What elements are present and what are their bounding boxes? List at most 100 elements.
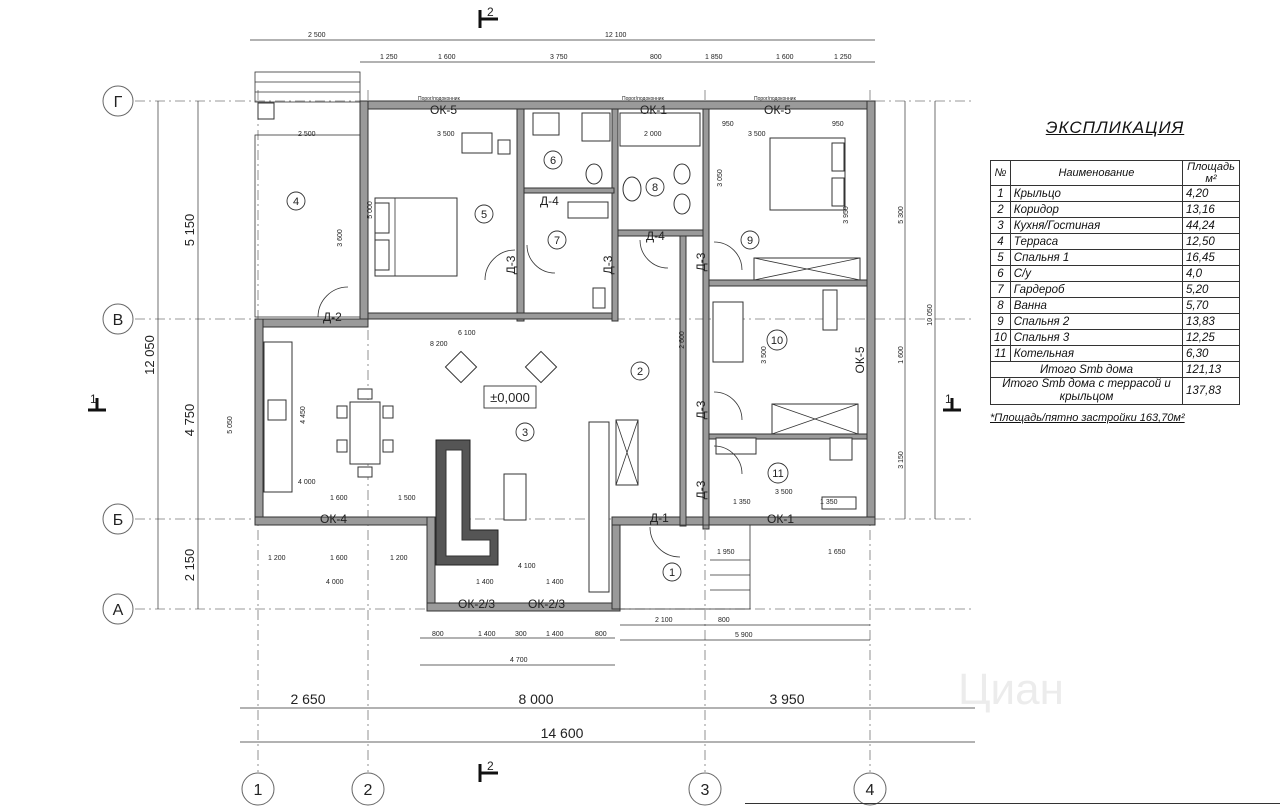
room-number-9: 9 xyxy=(747,235,753,247)
room-number-5: 5 xyxy=(481,209,487,221)
axis-bubbles-numbers: 1 2 3 4 xyxy=(241,772,887,806)
room-number-4: 4 xyxy=(293,196,299,208)
idim-15: 4 000 xyxy=(326,579,344,586)
door-label-d4-b: Д-4 xyxy=(646,229,665,243)
dim-top-12100: 12 100 xyxy=(605,32,627,39)
axis-letter-g: Г xyxy=(114,94,123,111)
idim-1: 3 500 xyxy=(437,131,455,138)
idim-0: 2 500 xyxy=(298,131,316,138)
dim-bottom-3950: 3 950 xyxy=(769,691,804,707)
room-number-3: 3 xyxy=(522,427,528,439)
sill-note-3: Порог/подоконник xyxy=(754,96,797,102)
header-area: Площадь м² xyxy=(1182,160,1240,186)
door-label-d1: Д-1 xyxy=(650,511,669,525)
idim-6: 6 100 xyxy=(458,330,476,337)
opening-labels: ОК-5 ОК-1 ОК-5 ОК-5 ОК-4 ОК-1 ОК-2/3 ОК-… xyxy=(320,96,867,611)
idim-5: 950 xyxy=(832,121,844,128)
window-label-ok23-b: ОК-2/3 xyxy=(528,597,565,611)
axis-number-2: 2 xyxy=(364,782,373,799)
idim-30: 3 050 xyxy=(717,169,724,187)
section-mark-left: 1 xyxy=(90,392,97,406)
furniture xyxy=(263,112,861,593)
window-label-ok5-right: ОК-5 xyxy=(764,103,791,117)
dim-left-5150: 5 150 xyxy=(182,214,197,247)
door-label-d3-c: Д-3 xyxy=(694,252,708,271)
door-label-d3-a: Д-3 xyxy=(504,255,518,274)
idim-9: 1 600 xyxy=(330,495,348,502)
sill-note-2: Порог/подоконник xyxy=(622,96,665,102)
idim-4: 3 500 xyxy=(748,131,766,138)
dim-b-1400a: 1 400 xyxy=(478,631,496,638)
idim-17: 1 400 xyxy=(546,579,564,586)
dim-b-800b: 800 xyxy=(595,631,607,638)
idim-22: 1 650 xyxy=(828,549,846,556)
total-value: 121,13 xyxy=(1182,361,1240,378)
idim-26: 5 050 xyxy=(227,416,234,434)
room-number-11: 11 xyxy=(772,468,783,480)
idim-8: 4 000 xyxy=(298,479,316,486)
sill-note-1: Порог/подоконник xyxy=(418,96,461,102)
walls xyxy=(254,100,876,612)
door-label-d3-e: Д-3 xyxy=(694,480,708,499)
dim-b-300: 300 xyxy=(515,631,527,638)
door-swings xyxy=(317,239,743,558)
window-label-ok5-left: ОК-5 xyxy=(430,103,457,117)
section-mark-bottom: 2 xyxy=(487,759,494,773)
door-label-d2: Д-2 xyxy=(323,310,342,324)
door-label-d4-a: Д-4 xyxy=(540,194,559,208)
dim-left-12050: 12 050 xyxy=(142,335,157,375)
idim-3: 950 xyxy=(722,121,734,128)
dim-right-5300: 5 300 xyxy=(898,206,905,224)
explication-header-row: № Наименование Площадь м² xyxy=(990,160,1240,186)
dim-top-2500: 2 500 xyxy=(308,32,326,39)
dim-bottom-14600: 14 600 xyxy=(541,725,584,741)
watermark: Циан xyxy=(958,665,1064,714)
idim-29: 3 500 xyxy=(761,346,768,364)
elevation-marker: ±0,000 xyxy=(483,385,537,409)
idim-18: 3 500 xyxy=(775,489,793,496)
title-block-edge xyxy=(745,803,1280,811)
idim-13: 1 600 xyxy=(330,555,348,562)
window-label-ok1-bottom: ОК-1 xyxy=(767,512,794,526)
door-label-d3-b: Д-3 xyxy=(601,255,615,274)
room-number-6: 6 xyxy=(550,155,556,167)
door-label-d3-d: Д-3 xyxy=(694,400,708,419)
dimension-lines-bottom: 2 650 8 000 3 950 14 600 800 1 400 300 1… xyxy=(240,617,975,743)
idim-23: 3 600 xyxy=(337,229,344,247)
idim-14: 1 200 xyxy=(390,555,408,562)
dim-top2-1600b: 1 600 xyxy=(776,54,794,61)
idim-28: 3 950 xyxy=(843,206,850,224)
dim-top2-1250b: 1 250 xyxy=(834,54,852,61)
axis-number-1: 1 xyxy=(254,782,263,799)
dim-b-1400b: 1 400 xyxy=(546,631,564,638)
dim-bottom-2650: 2 650 xyxy=(290,691,325,707)
dim-top2-1600a: 1 600 xyxy=(438,54,456,61)
section-mark-top: 2 xyxy=(487,5,494,19)
dim-left-2150: 2 150 xyxy=(182,549,197,582)
idim-25: 4 450 xyxy=(300,406,307,424)
idim-20: 1 350 xyxy=(820,499,838,506)
axis-letter-b: Б xyxy=(113,512,124,529)
room-number-1: 1 xyxy=(669,567,675,579)
dim-b-5900: 5 900 xyxy=(735,632,753,639)
dim-top2-1250a: 1 250 xyxy=(380,54,398,61)
dim-right-3150: 3 150 xyxy=(898,451,905,469)
dim-right-10050: 10 050 xyxy=(927,304,934,326)
dim-top2-800: 800 xyxy=(650,54,662,61)
axis-bubbles-letters: Г В Б А xyxy=(102,85,134,625)
total-terrace-value: 137,83 xyxy=(1182,377,1240,405)
idim-10: 1 500 xyxy=(398,495,416,502)
dim-top2-1850: 1 850 xyxy=(705,54,723,61)
idim-12: 1 200 xyxy=(268,555,286,562)
idim-16: 1 400 xyxy=(476,579,494,586)
